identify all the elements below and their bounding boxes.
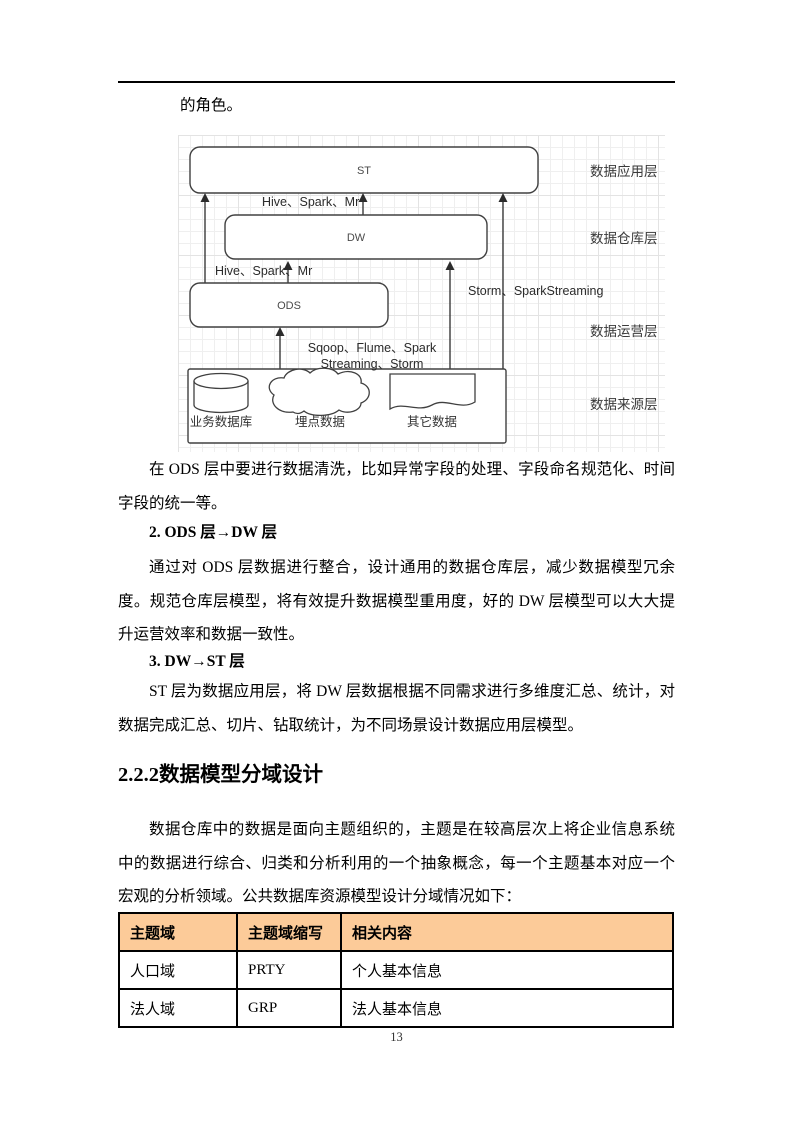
layer-label-application: 数据应用层 [590, 163, 658, 179]
source-business-db-label: 业务数据库 [190, 414, 253, 429]
arrow-source-to-st [498, 193, 508, 369]
source-other-data-label: 其它数据 [407, 414, 457, 429]
layer-label-operation: 数据运营层 [590, 324, 658, 339]
arrow-dw-to-st [358, 193, 368, 215]
cell-domain-abbr: GRP [236, 988, 342, 1028]
header-rule [118, 81, 675, 83]
source-tracking-data-label: 埋点数据 [295, 414, 345, 429]
flow-label-storm-sparkstreaming: Storm、SparkStreaming [468, 284, 604, 298]
paragraph-dw-design: 通过对 ODS 层数据进行整合，设计通用的数据仓库层，减少数据模型冗余度。规范仓… [118, 559, 675, 643]
cell-domain-content: 个人基本信息 [340, 950, 674, 990]
ods-layer-label: ODS [277, 300, 301, 312]
dw-layer-label: DW [347, 232, 366, 244]
opening-line: 的角色。 [180, 97, 243, 114]
table-header-row: 主题域 主题域缩写 相关内容 [118, 912, 674, 952]
layer-label-source: 数据来源层 [590, 397, 658, 412]
database-cylinder-icon [193, 372, 249, 414]
flow-label-hive-spark-mr-top: Hive、Spark、Mr [262, 195, 359, 209]
arrow-ods-to-dw [283, 261, 293, 283]
page-number: 13 [390, 1030, 403, 1044]
architecture-diagram: ST DW ODS 业务数据库 埋点数据 其它数据 Hive、Spark、Mr … [187, 146, 658, 444]
ods-layer-box [189, 282, 389, 328]
flow-label-sqoop-line1: Sqoop、Flume、Spark [308, 341, 437, 355]
layer-label-warehouse: 数据仓库层 [590, 231, 658, 246]
st-layer-box [189, 146, 539, 194]
header-domain-abbr: 主题域缩写 [236, 912, 342, 952]
subheading-ods-to-dw: 2. ODS 层→DW 层 [149, 524, 278, 541]
cell-domain-content: 法人基本信息 [340, 988, 674, 1028]
paragraph-st-design: ST 层为数据应用层，将 DW 层数据根据不同需求进行多维度汇总、统计，对数据完… [118, 683, 675, 734]
subheading-dw-to-st: 3. DW→ST 层 [149, 653, 245, 670]
paragraph-ods-cleaning: 在 ODS 层中要进行数据清洗，比如异常字段的处理、字段命名规范化、时间字段的统… [118, 461, 675, 512]
table-row: 人口域 PRTY 个人基本信息 [118, 950, 674, 990]
subject-domain-table: 主题域 主题域缩写 相关内容 人口域 PRTY 个人基本信息 法人域 GRP 法… [118, 912, 674, 1028]
flow-label-hive-spark-mr-mid: Hive、Spark、Mr [215, 264, 312, 278]
arrow-ods-to-st [200, 193, 210, 283]
paragraph-subject-domains: 数据仓库中的数据是面向主题组织的，主题是在较高层次上将企业信息系统中的数据进行综… [118, 821, 675, 905]
dw-layer-box [224, 214, 488, 260]
flow-label-sqoop-line2: Streaming、Storm [321, 357, 424, 371]
cell-domain-name: 人口域 [118, 950, 238, 990]
cell-domain-abbr: PRTY [236, 950, 342, 990]
st-layer-label: ST [357, 165, 371, 177]
header-related-content: 相关内容 [340, 912, 674, 952]
arrow-source-to-ods [275, 327, 285, 369]
document-icon [389, 373, 476, 411]
header-subject-domain: 主题域 [118, 912, 238, 952]
cloud-icon [268, 367, 370, 417]
section-title-2-2-2: 2.2.2数据模型分域设计 [118, 764, 323, 786]
table-row: 法人域 GRP 法人基本信息 [118, 988, 674, 1028]
arrow-source-to-dw [445, 261, 455, 369]
cell-domain-name: 法人域 [118, 988, 238, 1028]
